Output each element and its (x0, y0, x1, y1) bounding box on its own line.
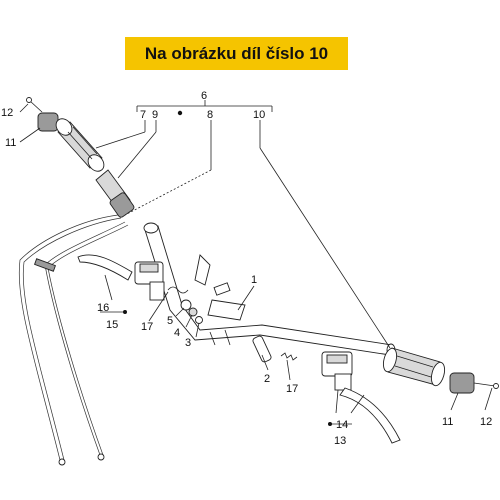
callout-1: 1 (251, 274, 257, 286)
callout-14: 14 (336, 419, 348, 431)
callout-13: 13 (334, 435, 346, 447)
left-spring-icon[interactable] (167, 286, 189, 294)
callout-3: 3 (185, 337, 191, 349)
washer-icon[interactable] (180, 282, 231, 324)
title-banner: Na obrázku díl číslo 10 (125, 37, 348, 70)
handlebar-icon[interactable] (143, 222, 396, 357)
callout-9: 9 (152, 109, 158, 121)
left-grip-icon[interactable] (53, 116, 107, 175)
right-grip-icon[interactable] (381, 347, 447, 387)
pin-icon[interactable] (252, 335, 272, 363)
title-text: Na obrázku díl číslo 10 (144, 43, 329, 63)
callout-12-right: 12 (480, 416, 492, 428)
callout-17-right: 17 (286, 383, 298, 395)
callout-5: 5 (167, 315, 173, 327)
callout-16: 16 (97, 302, 109, 314)
left-bar-end-weight-icon[interactable] (37, 112, 59, 132)
spring-icon[interactable] (280, 352, 298, 361)
callout-7: 7 (140, 109, 146, 121)
callout-2: 2 (264, 373, 270, 385)
right-screw-icon[interactable] (473, 382, 499, 389)
left-screw-icon[interactable] (26, 97, 43, 113)
leader-lines (19, 100, 493, 426)
callout-10: 10 (253, 109, 265, 121)
callout-11-left: 11 (5, 137, 16, 149)
callout-8: 8 (207, 109, 213, 121)
throttle-cable-icon[interactable] (18, 214, 129, 466)
callout-15: 15 (106, 319, 118, 331)
callout-labels: 6 7 9 8 10 12 11 1 16 15 17 5 4 3 2 17 1… (1, 90, 492, 447)
right-brake-lever-icon[interactable] (339, 387, 401, 444)
callout-4: 4 (174, 327, 180, 339)
left-brake-lever-icon[interactable] (77, 254, 133, 281)
throttle-grip-icon[interactable] (95, 169, 135, 218)
right-bar-end-weight-icon[interactable] (449, 372, 475, 394)
callout-12-left: 12 (1, 107, 13, 119)
callout-6: 6 (201, 90, 207, 102)
left-master-cylinder-icon[interactable] (134, 261, 165, 301)
callout-17-left: 17 (141, 321, 153, 333)
right-master-cylinder-icon[interactable] (321, 351, 353, 391)
callout-11-right: 11 (442, 416, 453, 428)
